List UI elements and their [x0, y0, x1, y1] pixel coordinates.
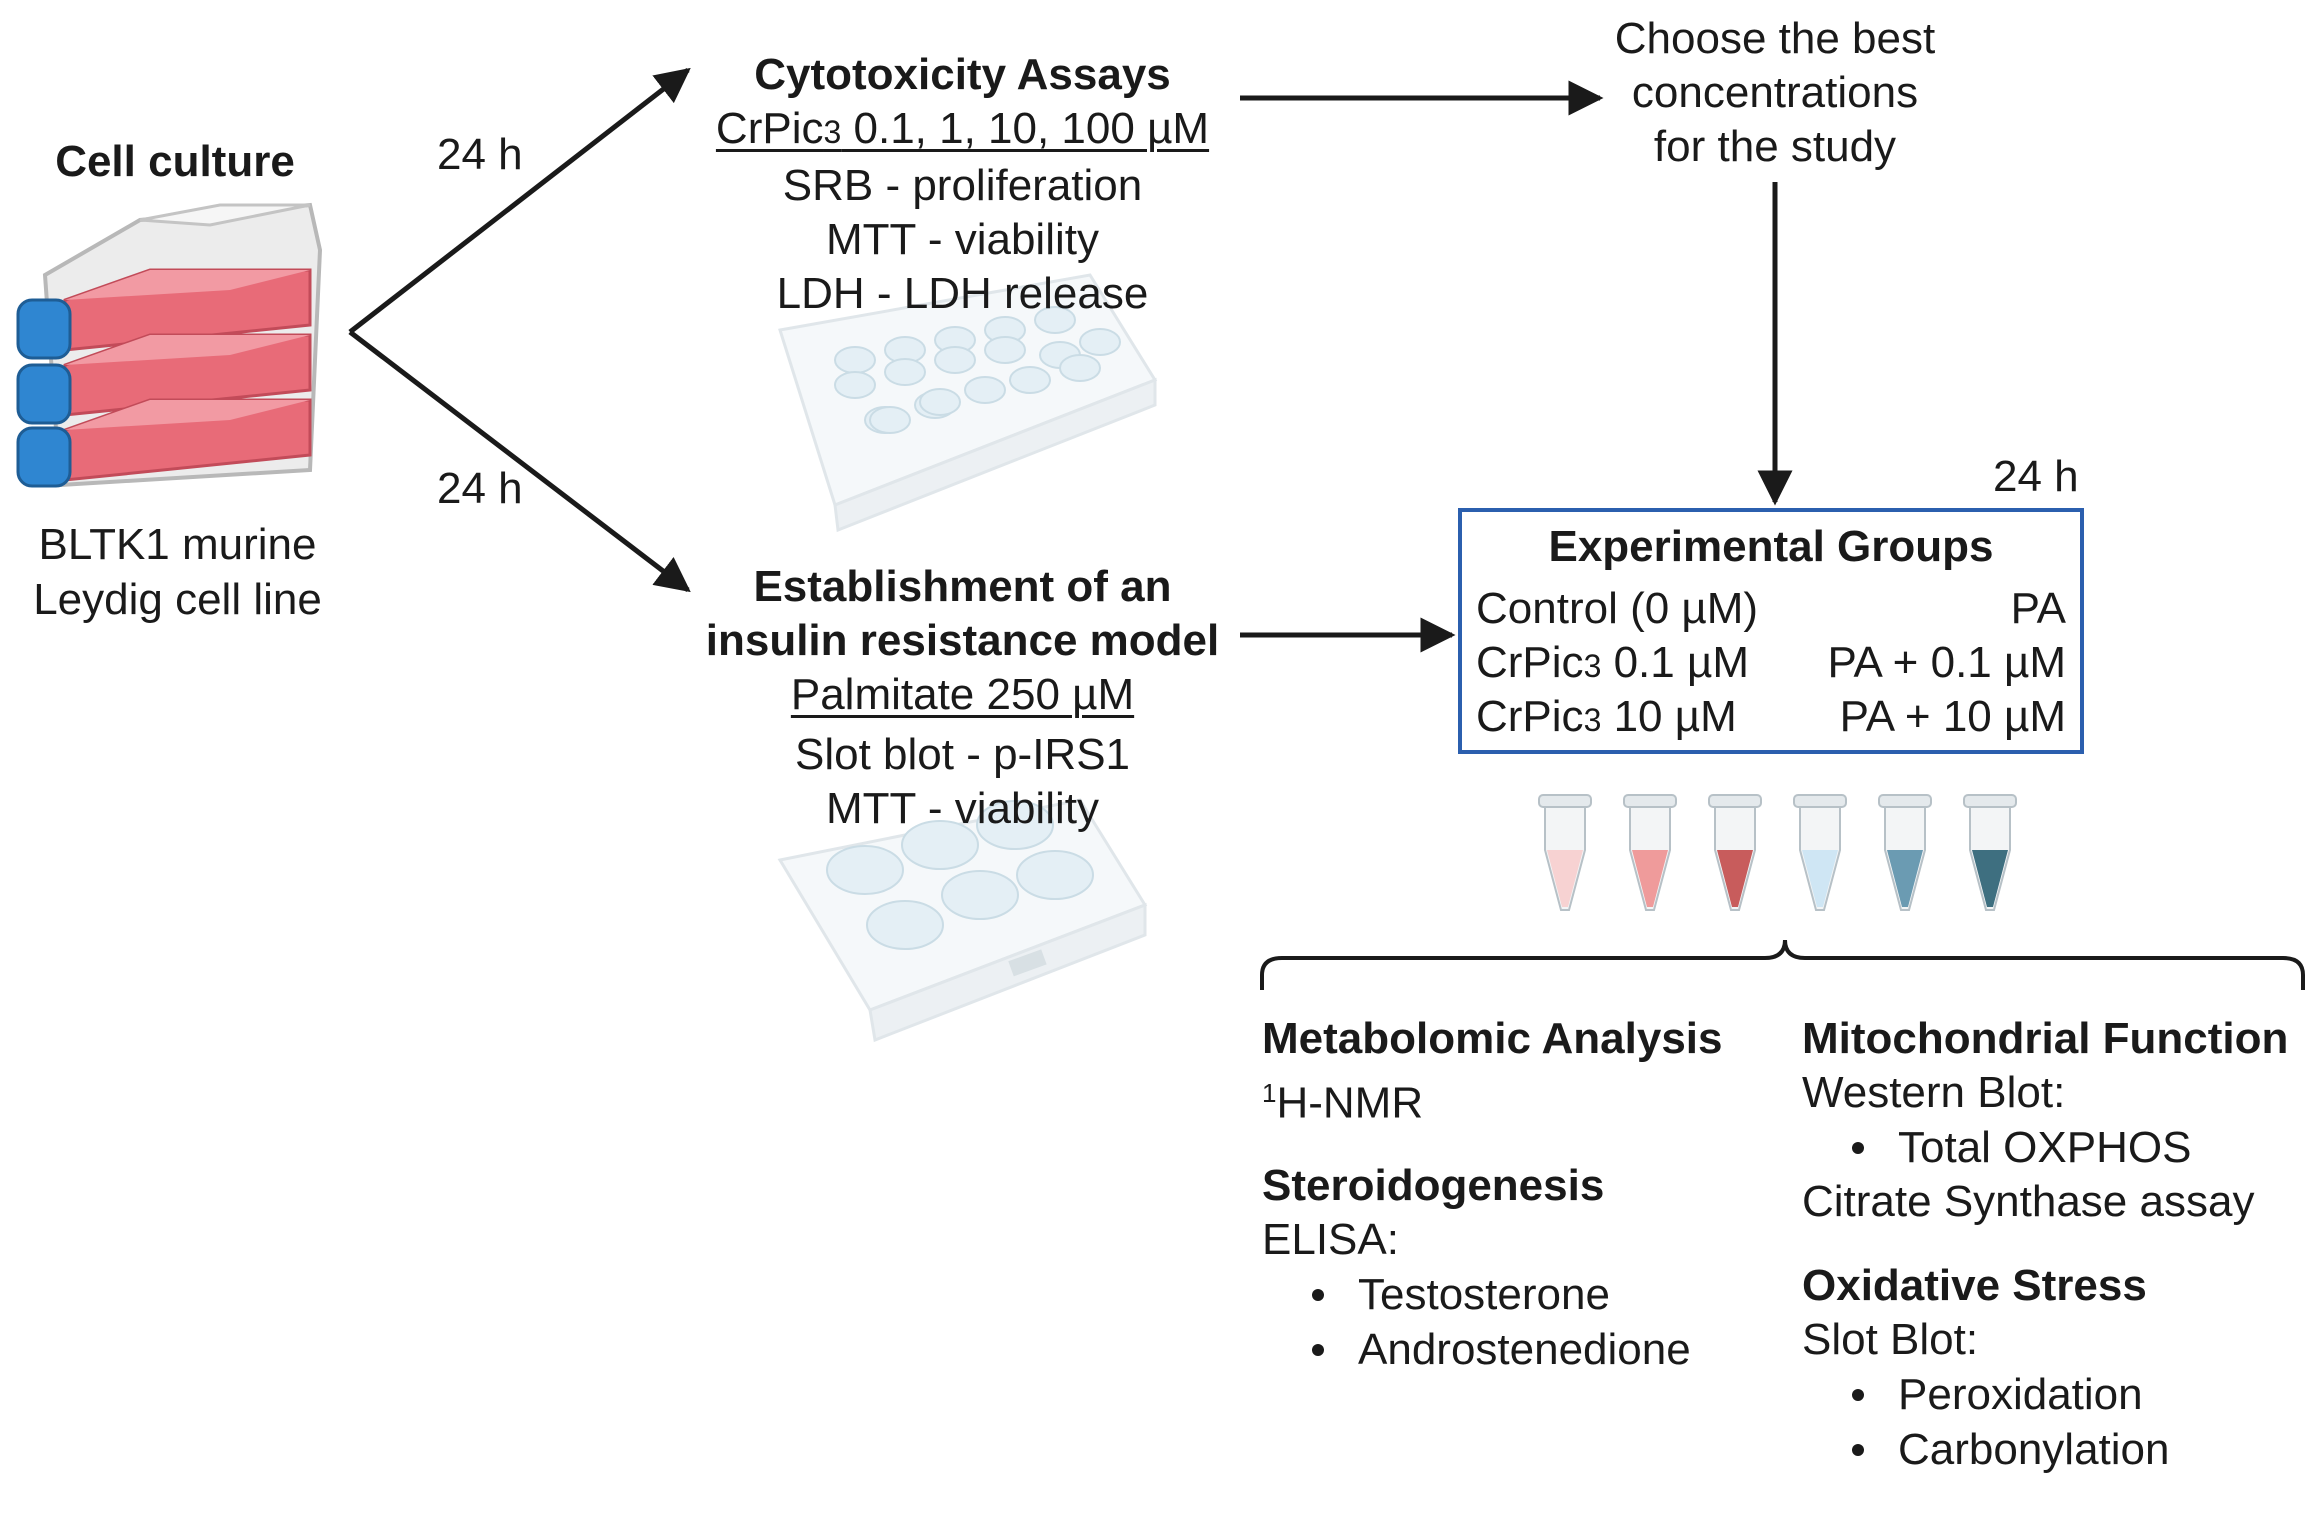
assay-slot-blot: Slot blot - p-IRS1	[794, 730, 1131, 779]
mito-item-oxphos: Total OXPHOS	[1802, 1120, 2307, 1175]
group-row-3: CrPic3 10 µM PA + 10 µM	[1476, 690, 2066, 747]
choose-line-3: for the study	[1653, 122, 1897, 171]
steroid-item-androstenedione: Androstenedione	[1262, 1322, 1782, 1377]
mitochondrial-extra: Citrate Synthase assay	[1802, 1177, 2255, 1226]
metabolomic-method: 1H-NMR	[1262, 1078, 1424, 1128]
assay-mtt: MTT - viability	[826, 215, 1099, 264]
sample-tube-3	[1708, 794, 1762, 911]
insulin-model-panel: Establishment of an insulin resistance m…	[680, 560, 1245, 836]
crpic-label: CrPic	[715, 104, 824, 153]
well-plate-6-icon	[777, 798, 1148, 1043]
timing-label-bottom: 24 h	[437, 464, 523, 513]
analysis-left-column: Metabolomic Analysis 1H-NMR Steroidogene…	[1262, 1012, 1782, 1377]
mitochondrial-method: Western Blot:	[1802, 1068, 2066, 1117]
choose-line-1: Choose the best	[1614, 14, 1936, 63]
sample-tube-5	[1878, 794, 1932, 911]
assay-ldh: LDH - LDH release	[776, 269, 1149, 318]
arrow-to-insulin-model	[348, 330, 691, 593]
steroidogenesis-title: Steroidogenesis	[1262, 1160, 1605, 1210]
timing-label-groups: 24 h	[1993, 452, 2079, 501]
metabolomic-title: Metabolomic Analysis	[1262, 1014, 1723, 1063]
group-pa-label: PA	[2010, 584, 2066, 633]
sample-tube-4	[1793, 794, 1847, 911]
oxidative-method: Slot Blot:	[1802, 1315, 1979, 1364]
group-control-label: Control (0 µM)	[1476, 584, 1759, 633]
sample-tube-2	[1623, 794, 1677, 911]
sample-tubes	[1538, 794, 2017, 911]
cell-culture-flask-icon	[16, 202, 323, 488]
cytotoxicity-dose-values: 0.1, 1, 10, 100 µM	[841, 104, 1210, 153]
oxidative-item-peroxidation: Peroxidation	[1802, 1367, 2307, 1422]
group-pa-low-label: PA + 0.1 µM	[1827, 638, 2066, 687]
well-plate-24-icon	[778, 273, 1158, 533]
group-crpic-high-label: CrPic3 10 µM	[1476, 692, 1737, 741]
cytotoxicity-panel: Cytotoxicity Assays CrPic3 0.1, 1, 10, 1…	[680, 48, 1245, 321]
oxidative-item-carbonylation: Carbonylation	[1802, 1422, 2307, 1477]
group-pa-high-label: PA + 10 µM	[1839, 692, 2066, 741]
group-crpic-low-label: CrPic3 0.1 µM	[1476, 638, 1749, 687]
group-row-1: Control (0 µM) PA	[1476, 582, 2066, 636]
sample-tube-1	[1538, 794, 1592, 911]
cell-culture-title: Cell culture	[55, 137, 295, 186]
experimental-groups-title: Experimental Groups	[1548, 522, 1994, 571]
oxidative-title: Oxidative Stress	[1802, 1261, 2147, 1310]
arrow-to-cytotoxicity	[348, 67, 691, 334]
experimental-groups-box: Experimental Groups Control (0 µM) PA Cr…	[1458, 508, 2084, 754]
analysis-brace	[1260, 939, 2305, 990]
group-row-2: CrPic3 0.1 µM PA + 0.1 µM	[1476, 636, 2066, 693]
insulin-title-2: insulin resistance model	[705, 616, 1220, 665]
crpic-subscript: 3	[823, 114, 842, 150]
mitochondrial-title: Mitochondrial Function	[1802, 1014, 2289, 1063]
steroidogenesis-method: ELISA:	[1262, 1214, 1399, 1264]
insulin-dose: Palmitate 250 µM	[790, 670, 1135, 719]
choose-line-2: concentrations	[1631, 68, 1919, 117]
insulin-title-1: Establishment of an	[753, 562, 1172, 611]
assay-srb: SRB - proliferation	[782, 161, 1143, 210]
steroid-item-testosterone: Testosterone	[1262, 1267, 1782, 1322]
cytotoxicity-title: Cytotoxicity Assays	[754, 50, 1171, 99]
choose-concentrations-text: Choose the best concentrations for the s…	[1560, 12, 1990, 174]
flow-arrows	[348, 67, 1793, 653]
assay-mtt-insulin: MTT - viability	[826, 784, 1099, 833]
cell-line-label-1: BLTK1 murine	[38, 520, 317, 569]
timing-label-top: 24 h	[437, 130, 523, 179]
analysis-right-column: Mitochondrial Function Western Blot: Tot…	[1802, 1012, 2307, 1477]
cytotoxicity-dose: CrPic3 0.1, 1, 10, 100 µM	[680, 102, 1245, 159]
sample-tube-6	[1963, 794, 2017, 911]
cell-line-label-2: Leydig cell line	[33, 575, 322, 624]
